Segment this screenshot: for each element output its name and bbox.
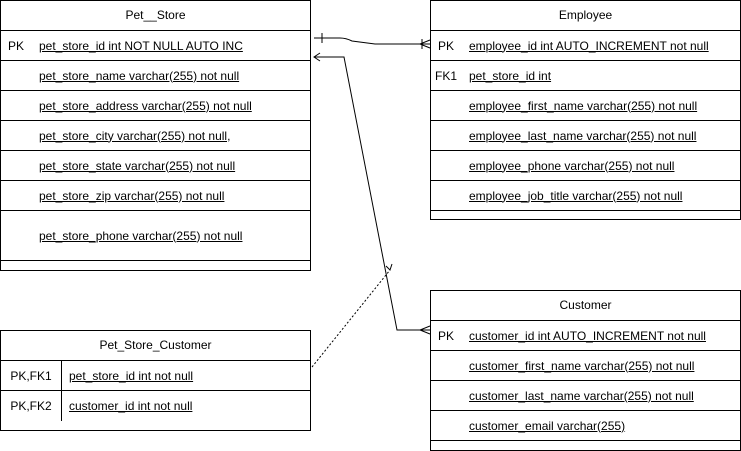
field-label: pet_store_state varchar(255) not null bbox=[39, 158, 236, 173]
entity-pet-store[interactable]: Pet__Store PK pet_store_id int NOT NULL … bbox=[0, 0, 311, 271]
table-row[interactable]: pet_store_state varchar(255) not null bbox=[1, 151, 310, 181]
field-label: customer_id int AUTO_INCREMENT not null bbox=[469, 328, 706, 343]
table-row[interactable]: customer_last_name varchar(255) not null bbox=[431, 381, 740, 411]
table-row[interactable]: customer_email varchar(255) bbox=[431, 411, 740, 441]
crowfoot-icon bbox=[313, 52, 321, 62]
field-label: employee_phone varchar(255) not null bbox=[469, 158, 675, 173]
key-label bbox=[431, 151, 461, 180]
key-label bbox=[1, 91, 31, 120]
key-label bbox=[431, 91, 461, 120]
field-label: pet_store_zip varchar(255) not null bbox=[39, 188, 225, 203]
key-label bbox=[431, 121, 461, 150]
key-label: PK bbox=[437, 38, 454, 53]
field-label: pet_store_phone varchar(255) not null bbox=[39, 228, 243, 243]
key-label bbox=[1, 121, 31, 150]
field-label: customer_id int not null bbox=[69, 399, 193, 413]
field-label: customer_last_name varchar(255) not null bbox=[469, 388, 694, 403]
key-label bbox=[431, 351, 461, 380]
table-row[interactable]: employee_last_name varchar(255) not null bbox=[431, 121, 740, 151]
table-row[interactable]: PK customer_id int AUTO_INCREMENT not nu… bbox=[431, 321, 740, 351]
table-row[interactable]: pet_store_city varchar(255) not null, bbox=[1, 121, 310, 151]
table-row[interactable]: pet_store_phone varchar(255) not null bbox=[1, 211, 310, 261]
entity-title: Employee bbox=[431, 1, 740, 31]
table-row[interactable]: employee_job_title varchar(255) not null bbox=[431, 181, 740, 211]
table-row[interactable]: pet_store_address varchar(255) not null bbox=[1, 91, 310, 121]
crowfoot-icon bbox=[385, 263, 393, 271]
key-label bbox=[1, 151, 31, 180]
key-label bbox=[431, 381, 461, 410]
key-label: PK bbox=[7, 38, 24, 53]
key-label: PK bbox=[437, 328, 454, 343]
key-label bbox=[431, 181, 461, 210]
entity-title: Pet_Store_Customer bbox=[1, 331, 310, 361]
field-label: pet_store_id int bbox=[469, 68, 552, 83]
key-label: PK,FK2 bbox=[1, 391, 62, 421]
entity-title: Pet__Store bbox=[1, 1, 310, 31]
table-row[interactable]: PK employee_id int AUTO_INCREMENT not nu… bbox=[431, 31, 740, 61]
crowfoot-icon bbox=[418, 325, 431, 335]
crowfoot-icon bbox=[418, 39, 431, 49]
field-label: employee_job_title varchar(255) not null bbox=[469, 188, 683, 203]
key-label bbox=[1, 181, 31, 210]
field-label: employee_first_name varchar(255) not nul… bbox=[469, 98, 698, 113]
entity-title: Customer bbox=[431, 291, 740, 321]
connector-pet-store-customer-link bbox=[311, 269, 391, 368]
table-row[interactable]: pet_store_zip varchar(255) not null bbox=[1, 181, 310, 211]
field-label: pet_store_city varchar(255) not null, bbox=[39, 128, 231, 143]
entity-pet-store-customer[interactable]: Pet_Store_Customer PK,FK1 pet_store_id i… bbox=[0, 330, 311, 431]
key-label: FK1 bbox=[434, 68, 457, 83]
field-label: employee_id int AUTO_INCREMENT not null bbox=[469, 38, 709, 53]
table-row[interactable]: PK pet_store_id int NOT NULL AUTO INC bbox=[1, 31, 310, 61]
table-row[interactable]: customer_first_name varchar(255) not nul… bbox=[431, 351, 740, 381]
field-label: employee_last_name varchar(255) not null bbox=[469, 128, 697, 143]
table-row[interactable]: PK,FK2 customer_id int not null bbox=[1, 391, 310, 421]
key-label bbox=[1, 61, 31, 90]
connector-pet-store-employee bbox=[314, 37, 430, 45]
table-row[interactable]: employee_phone varchar(255) not null bbox=[431, 151, 740, 181]
field-label: customer_first_name varchar(255) not nul… bbox=[469, 358, 695, 373]
entity-customer[interactable]: Customer PK customer_id int AUTO_INCREME… bbox=[430, 290, 741, 451]
key-label bbox=[1, 211, 31, 260]
table-row[interactable]: pet_store_name varchar(255) not null bbox=[1, 61, 310, 91]
table-row[interactable]: PK,FK1 pet_store_id int not null bbox=[1, 361, 310, 391]
field-label: pet_store_id int NOT NULL AUTO INC bbox=[39, 38, 243, 53]
field-label: pet_store_name varchar(255) not null bbox=[39, 68, 240, 83]
field-label: customer_email varchar(255) bbox=[469, 418, 626, 433]
field-label: pet_store_id int not null bbox=[69, 368, 194, 383]
connector-pet-store-customer bbox=[314, 56, 430, 331]
table-row[interactable]: FK1 pet_store_id int bbox=[431, 61, 740, 91]
entity-employee[interactable]: Employee PK employee_id int AUTO_INCREME… bbox=[430, 0, 741, 220]
field-label: pet_store_address varchar(255) not null bbox=[39, 98, 252, 113]
key-label bbox=[431, 411, 461, 440]
table-row[interactable]: employee_first_name varchar(255) not nul… bbox=[431, 91, 740, 121]
key-label: PK,FK1 bbox=[1, 361, 62, 390]
